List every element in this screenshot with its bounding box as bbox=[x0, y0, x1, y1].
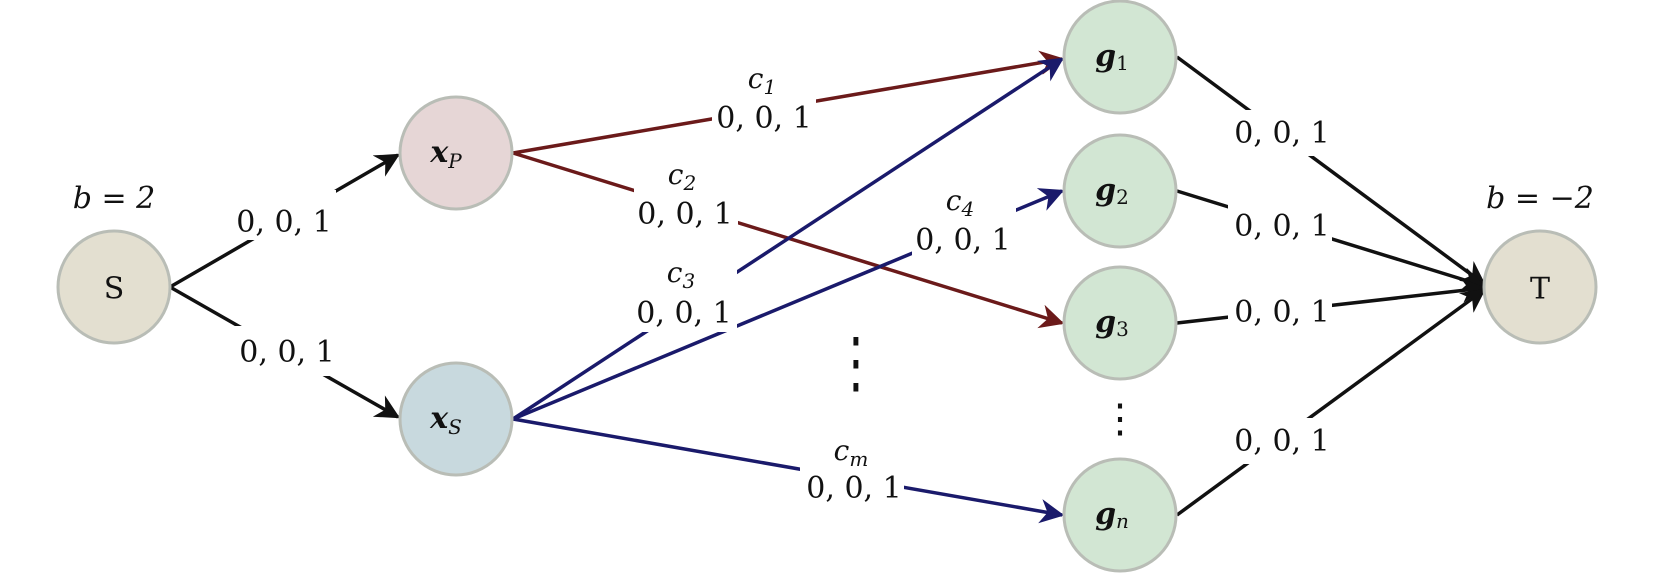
edge-label-xp-g3: 0, 0, 1 bbox=[637, 197, 732, 232]
node-source: S bbox=[56, 229, 172, 345]
node-sink-label: T bbox=[1530, 272, 1550, 307]
node-source-label: S bbox=[104, 272, 125, 307]
node-gn-label: gn bbox=[1095, 497, 1129, 533]
node-gn: gn bbox=[1062, 457, 1178, 573]
edge-cost-xs-g1: c3 bbox=[667, 256, 695, 293]
edge-labels: 0, 0, 1 0, 0, 1 c1 0, 0, 1 c2 0, 0, 1 c4… bbox=[232, 62, 1332, 512]
edge-label-s-xs: 0, 0, 1 bbox=[239, 335, 334, 370]
edge-label-xs-g2: 0, 0, 1 bbox=[915, 223, 1010, 258]
edge-label-g1-t: 0, 0, 1 bbox=[1234, 116, 1329, 151]
edge-label-g3-t: 0, 0, 1 bbox=[1234, 295, 1329, 330]
g-column-ellipsis: ⋮ bbox=[1100, 396, 1140, 442]
edge-label-xp-g1: 0, 0, 1 bbox=[716, 101, 811, 136]
edge-label-xs-g1: 0, 0, 1 bbox=[636, 296, 731, 331]
source-supply-label: b = 2 bbox=[73, 181, 156, 216]
middle-ellipsis: ⋮ bbox=[832, 323, 880, 401]
node-g1-label: g1 bbox=[1095, 39, 1129, 75]
nodes: S xP xS g1 g2 g3 gn bbox=[56, 0, 1598, 573]
node-xp-label: xP bbox=[429, 135, 462, 173]
edge-cost-xs-gn: cm bbox=[834, 434, 869, 471]
edge-label-xs-gn: 0, 0, 1 bbox=[806, 471, 901, 506]
node-xs: xS bbox=[398, 361, 514, 477]
node-xp: xP bbox=[398, 95, 514, 211]
edge-g1-t bbox=[1175, 55, 1486, 286]
sink-supply-label: b = −2 bbox=[1486, 181, 1594, 216]
edge-xs-g1 bbox=[512, 57, 1065, 421]
node-xs-label: xS bbox=[429, 401, 462, 439]
edge-label-s-xp: 0, 0, 1 bbox=[236, 205, 331, 240]
node-g2: g2 bbox=[1062, 133, 1178, 249]
node-g3: g3 bbox=[1062, 265, 1178, 381]
node-g1: g1 bbox=[1062, 0, 1178, 115]
edge-gn-t bbox=[1175, 288, 1486, 517]
node-sink: T bbox=[1482, 229, 1598, 345]
edge-label-gn-t: 0, 0, 1 bbox=[1234, 424, 1329, 459]
edge-cost-xp-g3: c2 bbox=[668, 158, 696, 195]
edge-xs-gn bbox=[512, 417, 1065, 524]
edges bbox=[169, 50, 1487, 524]
edge-cost-xp-g1: c1 bbox=[748, 62, 776, 99]
edge-cost-xs-g2: c4 bbox=[946, 184, 974, 221]
edge-label-g2-t: 0, 0, 1 bbox=[1234, 209, 1329, 244]
node-g2-label: g2 bbox=[1095, 173, 1129, 209]
node-g3-label: g3 bbox=[1095, 305, 1129, 341]
